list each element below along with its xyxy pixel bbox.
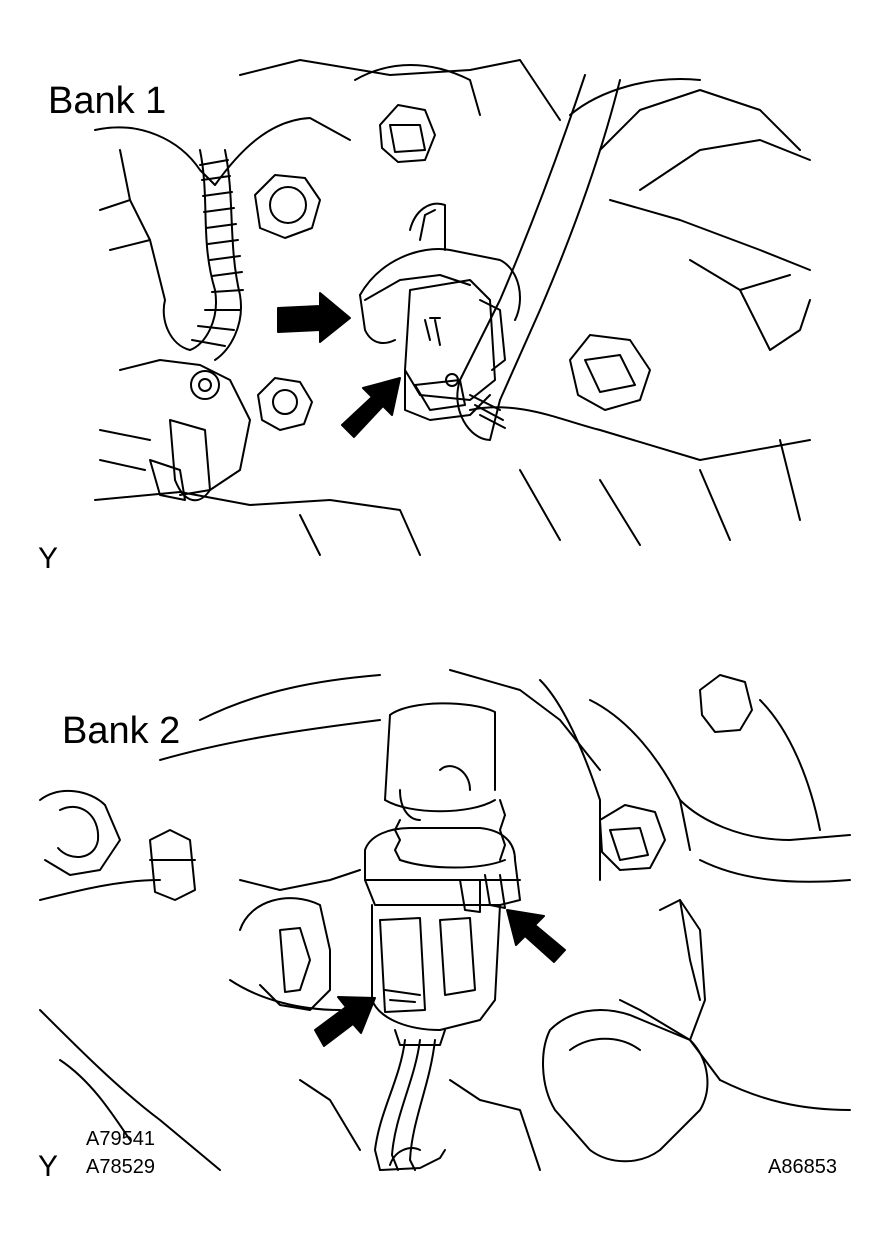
bank1-illustration <box>95 60 810 555</box>
bolt-2 <box>380 105 435 162</box>
bank1-sensor <box>360 204 520 420</box>
bank2-arrow-left <box>315 997 375 1046</box>
bank2-illustration <box>40 670 850 1170</box>
bank1-arrow-lower <box>342 378 400 437</box>
bank2-connector <box>372 905 500 1045</box>
bolt-3 <box>258 378 312 430</box>
bank2-arrow-right <box>507 910 565 962</box>
bank1-title: Bank 1 <box>48 80 167 122</box>
figure-code-3: A86853 <box>768 1156 837 1178</box>
bank2-bolt-left <box>40 791 195 900</box>
bank2-right-component <box>543 900 707 1161</box>
bank1-view-mark: Y <box>38 542 59 575</box>
bolt-1 <box>255 175 320 238</box>
figure-code-2: A78529 <box>86 1156 155 1178</box>
bank2-wires <box>375 1040 445 1170</box>
bank2-title: Bank 2 <box>62 710 181 752</box>
bank1-arrow-upper <box>278 293 350 342</box>
bank2-sensor-body <box>365 703 520 912</box>
bolt-4 <box>570 335 650 410</box>
figure-code-1: A79541 <box>86 1128 155 1150</box>
bank2-bolt-right <box>600 675 752 870</box>
bank2-view-mark: Y <box>38 1150 59 1183</box>
